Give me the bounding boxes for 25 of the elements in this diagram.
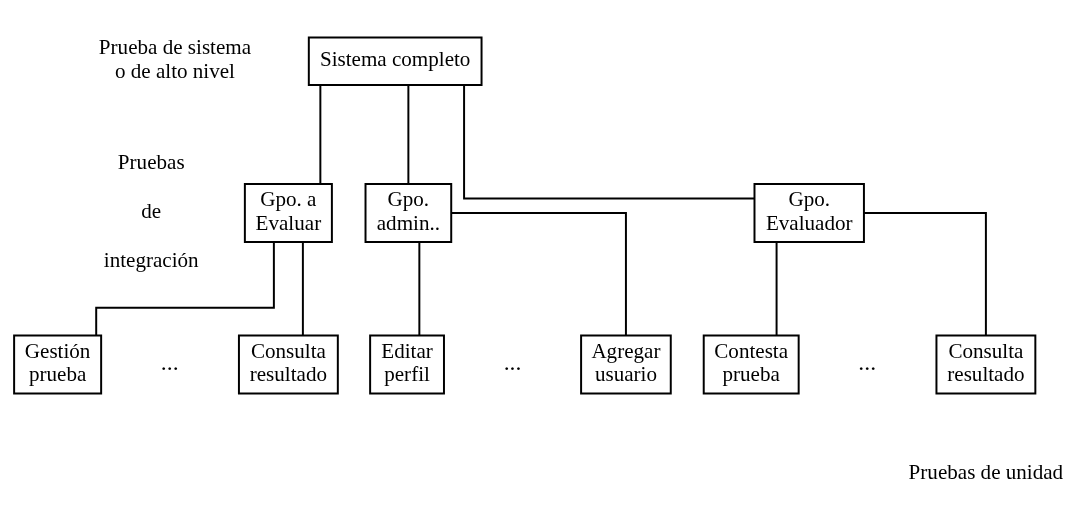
node-box: Gpo. admin.. xyxy=(364,182,453,243)
node-box: Sistema completo xyxy=(307,36,483,86)
label: Pruebas de integración xyxy=(103,149,199,272)
label: ... xyxy=(858,348,877,375)
connector xyxy=(463,83,756,199)
connector xyxy=(407,83,410,185)
node-box: Consulta resultado xyxy=(935,334,1037,395)
node-box: Consulta resultado xyxy=(237,334,339,395)
connector xyxy=(319,83,322,185)
connector xyxy=(450,211,627,336)
node-box: Editar perfil xyxy=(369,334,445,395)
connector xyxy=(95,240,275,337)
label: Pruebas de unidad xyxy=(908,459,1064,484)
label: ... xyxy=(160,348,179,375)
connector xyxy=(301,240,304,336)
connector xyxy=(775,240,778,336)
node-box: Contesta prueba xyxy=(702,334,800,395)
node-box: Gestión prueba xyxy=(13,334,103,395)
node-box: Gpo. a Evaluar xyxy=(243,182,333,243)
node-box: Gpo. Evaluador xyxy=(753,182,865,243)
connector xyxy=(418,240,421,336)
connector xyxy=(863,211,987,336)
label: ... xyxy=(503,348,522,375)
node-box: Agregar usuario xyxy=(580,334,672,395)
label: Prueba de sistema o de alto nivel xyxy=(98,34,252,83)
